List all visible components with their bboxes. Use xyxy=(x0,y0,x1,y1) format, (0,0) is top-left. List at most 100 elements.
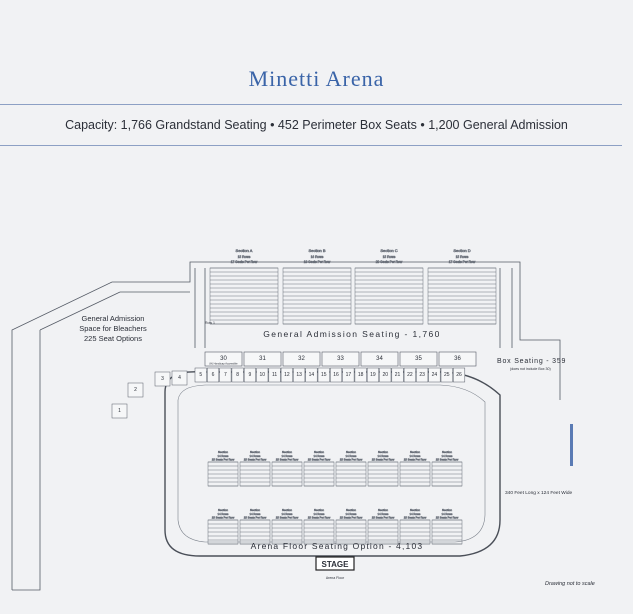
floor-section-seats: 15 Seats Per Row xyxy=(276,458,300,462)
grandstand-section-seats: 17 Seats Per Row xyxy=(231,260,258,264)
box-number: 22 xyxy=(407,372,413,378)
box-lower[interactable]: 19 xyxy=(366,367,379,383)
box-lower[interactable]: 5 xyxy=(194,367,207,383)
dimensions-label: 340 Feet Long x 124 Feet Wide xyxy=(505,490,573,496)
floor-section-name: Section xyxy=(218,508,228,512)
box-number: 20 xyxy=(382,372,388,378)
row-1-label: Row 1 xyxy=(205,321,215,325)
box-upper[interactable]: 31 xyxy=(243,351,282,367)
box-side[interactable]: 2 xyxy=(127,382,144,398)
grandstand-section-name: Section C xyxy=(380,248,397,253)
floor-section-seats: 15 Seats Per Row xyxy=(340,516,364,520)
box-upper[interactable]: 35 xyxy=(399,351,438,367)
box-number: 30 xyxy=(220,356,227,362)
floor-section-seats: 15 Seats Per Row xyxy=(372,516,396,520)
grandstand-section-name: Section A xyxy=(236,248,253,253)
box-number: 36 xyxy=(454,356,461,362)
svg-text:Space for Bleachers: Space for Bleachers xyxy=(79,324,147,333)
grandstand-section-rows: 15 Rows xyxy=(238,255,251,259)
arena-outer-wall-lower xyxy=(12,330,41,591)
box-upper[interactable]: 36 xyxy=(438,351,477,367)
box-number: 25 xyxy=(444,372,450,378)
box-seating-note: (does not include Box 30) xyxy=(510,367,551,371)
box-lower[interactable]: 21 xyxy=(391,367,404,383)
box-lower[interactable]: 13 xyxy=(293,367,306,383)
grandstand-section-name: Section B xyxy=(308,248,325,253)
box-lower[interactable]: 22 xyxy=(403,367,416,383)
box-lower[interactable]: 25 xyxy=(440,367,453,383)
floor-section-seats: 15 Seats Per Row xyxy=(244,458,268,462)
floor-section-seats: 15 Seats Per Row xyxy=(372,458,396,462)
capacity-summary: Capacity: 1,766 Grandstand Seating • 452… xyxy=(65,118,568,132)
floor-section-name: Section xyxy=(346,508,356,512)
floor-section-rows: 14 Rows xyxy=(282,454,293,458)
box-lower[interactable]: 15 xyxy=(317,367,330,383)
svg-text:225 Seat Options: 225 Seat Options xyxy=(84,334,142,343)
box-number: 4 xyxy=(178,375,181,381)
box-number: 6 xyxy=(212,372,215,378)
box-lower[interactable]: 23 xyxy=(416,367,429,383)
floor-section-seats: 15 Seats Per Row xyxy=(212,458,236,462)
floor-section-name: Section xyxy=(282,450,292,454)
box-lower[interactable]: 11 xyxy=(268,367,281,383)
box-number: 21 xyxy=(395,372,401,378)
box-number: 8 xyxy=(236,372,239,378)
floor-section-name: Section xyxy=(218,450,228,454)
box-upper[interactable]: 30(H) Handicap Accessible xyxy=(204,351,243,367)
floor-section-rows: 14 Rows xyxy=(314,454,325,458)
floor-section-name: Section xyxy=(282,508,292,512)
floor-section-seats: 15 Seats Per Row xyxy=(308,458,332,462)
floor-section-name: Section xyxy=(410,508,420,512)
box-number: 18 xyxy=(358,372,364,378)
box-lower[interactable]: 9 xyxy=(243,367,256,383)
grandstand-section-seats: 18 Seats Per Row xyxy=(304,260,331,264)
box-number: 31 xyxy=(259,356,266,362)
box-upper[interactable]: 32 xyxy=(282,351,321,367)
floor-section-seats: 15 Seats Per Row xyxy=(404,458,428,462)
box-lower[interactable]: 8 xyxy=(231,367,244,383)
box-lower[interactable]: 20 xyxy=(379,367,392,383)
box-lower[interactable]: 16 xyxy=(330,367,343,383)
floor-section-name: Section xyxy=(250,508,260,512)
floor-section-seats: 15 Seats Per Row xyxy=(212,516,236,520)
box-side[interactable]: 4 xyxy=(171,370,188,386)
grandstand-section-seats: 20 Seats Per Row xyxy=(376,260,403,264)
box-lower[interactable]: 7 xyxy=(219,367,232,383)
box-lower[interactable]: 6 xyxy=(207,367,220,383)
box-side[interactable]: 1 xyxy=(111,403,128,419)
box-lower[interactable]: 10 xyxy=(256,367,269,383)
drawing-note: Drawing not to scale xyxy=(545,581,595,587)
box-number: 34 xyxy=(376,356,383,362)
floor-section-name: Section xyxy=(346,450,356,454)
floor-section-rows: 14 Rows xyxy=(378,454,389,458)
floor-section-seats: 15 Seats Per Row xyxy=(404,516,428,520)
floor-section-seats: 15 Seats Per Row xyxy=(340,458,364,462)
box-number: 17 xyxy=(346,372,352,378)
box-upper[interactable]: 33 xyxy=(321,351,360,367)
box-number: 33 xyxy=(337,356,344,362)
floor-section-rows: 14 Rows xyxy=(346,454,357,458)
bottom-divider xyxy=(0,145,622,146)
ga-seating-label: General Admission Seating - 1,760 xyxy=(263,329,441,339)
box-lower[interactable]: 18 xyxy=(354,367,367,383)
box-side[interactable]: 3 xyxy=(154,371,171,387)
box-lower[interactable]: 17 xyxy=(342,367,355,383)
box-upper[interactable]: 34 xyxy=(360,351,399,367)
floor-section-rows: 14 Rows xyxy=(218,454,229,458)
floor-section-rows: 14 Rows xyxy=(314,512,325,516)
box-lower[interactable]: 26 xyxy=(453,367,466,383)
box-lower[interactable]: 12 xyxy=(280,367,293,383)
box-lower[interactable]: 24 xyxy=(428,367,441,383)
floor-section-rows: 14 Rows xyxy=(218,512,229,516)
box-number: 32 xyxy=(298,356,305,362)
box-lower[interactable]: 14 xyxy=(305,367,318,383)
box-number: 10 xyxy=(259,372,265,378)
ga-bleachers-label: General Admission Space for Bleachers 22… xyxy=(79,314,147,343)
